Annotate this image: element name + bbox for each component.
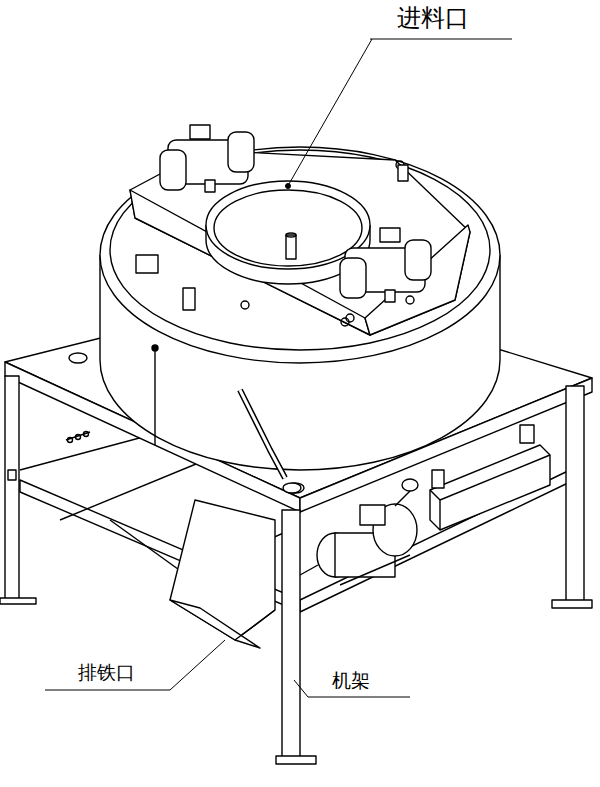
vibration-motor [160,125,254,192]
vibration-motor [340,228,431,302]
top-cover [130,150,470,335]
part-label: 排铁口 [76,662,137,685]
separator-drum [66,147,500,493]
leader-lines [45,39,512,697]
part-label: 进料口 [395,4,471,33]
part-label: 机架 [330,670,372,693]
iron-outlet-hopper [170,500,275,648]
